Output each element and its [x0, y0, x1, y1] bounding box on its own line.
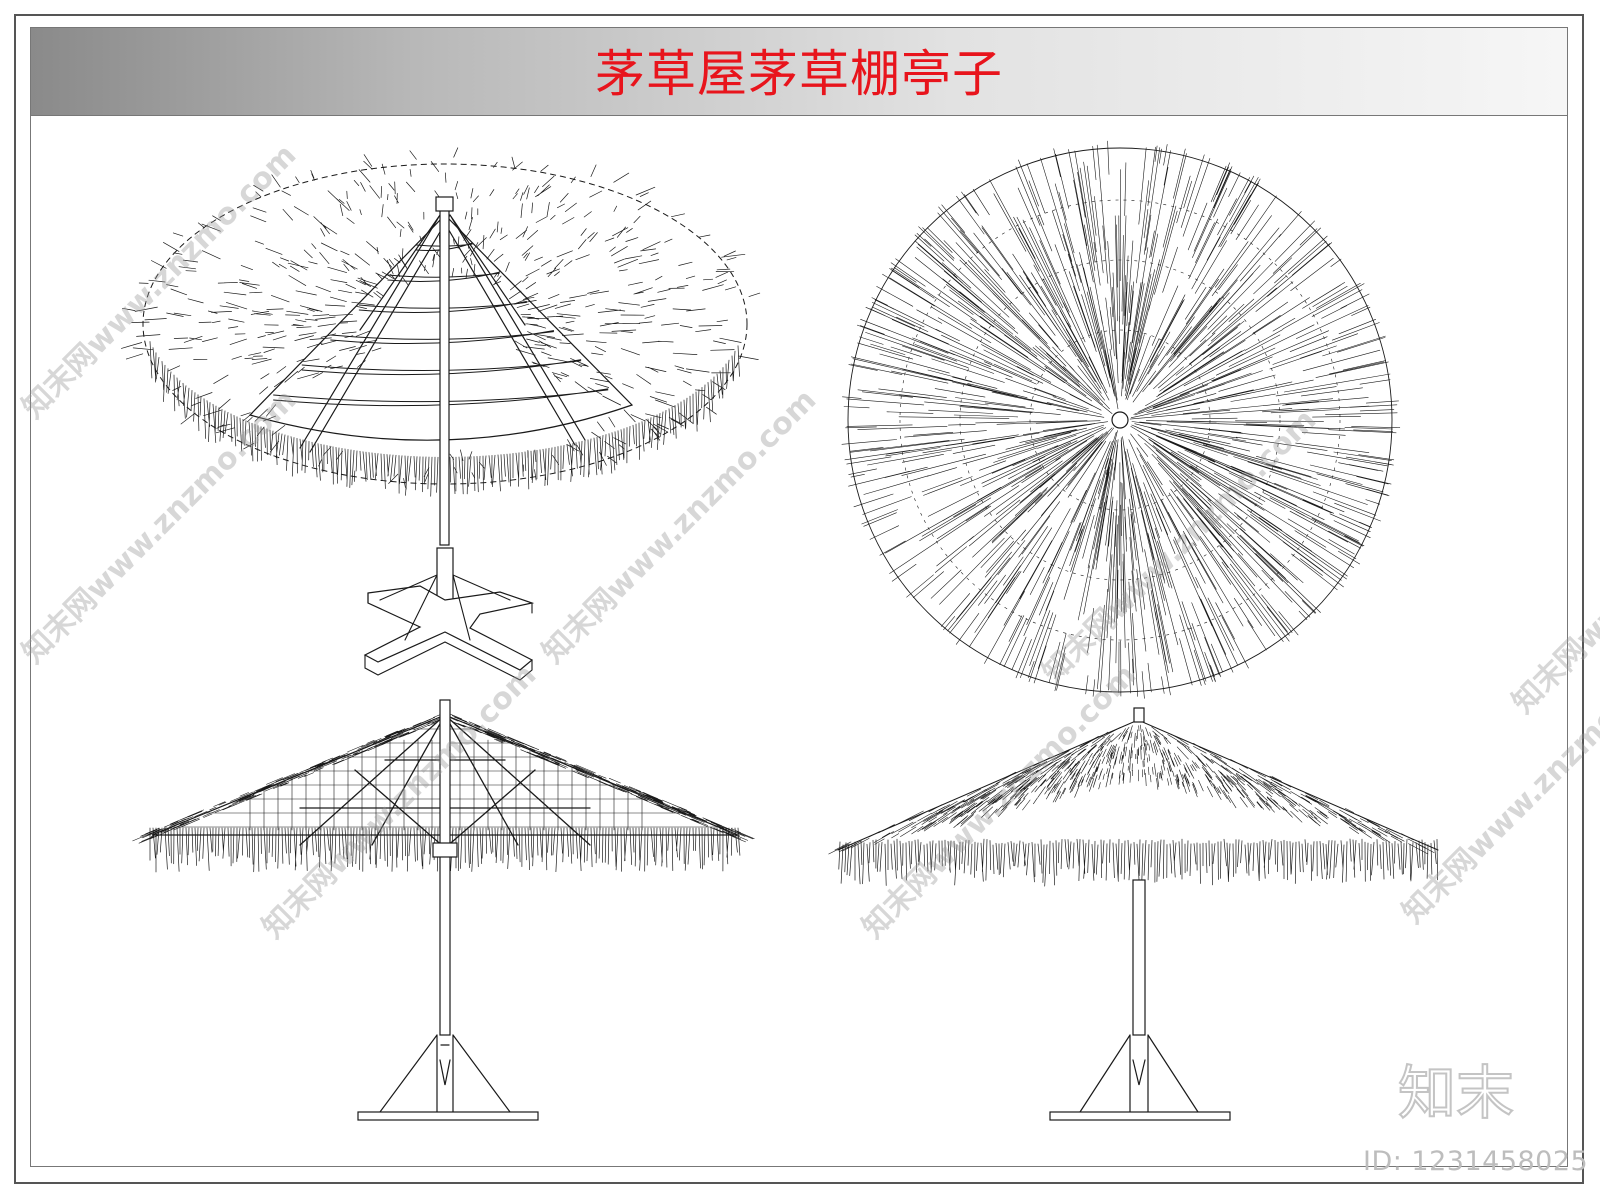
page-title: 茅草屋茅草棚亭子 [595, 45, 1003, 103]
brand-logo-text: 知末 [1398, 1059, 1514, 1125]
thatch-fringe [838, 838, 1438, 887]
thatch-layer-ring [899, 199, 1341, 641]
canopy-edge [837, 719, 1439, 851]
thatch-layer-ring [959, 259, 1281, 581]
brand-id: ID: 1231458025 [1363, 1146, 1589, 1177]
umbrella-pole [439, 199, 450, 546]
base-struts [364, 574, 533, 681]
thatch-fringe [149, 827, 741, 873]
base-plate [1049, 1111, 1231, 1121]
thatch-layer-ring [1029, 329, 1211, 511]
canopy-profile [838, 720, 1438, 850]
center-cap [1111, 411, 1129, 429]
thatch-strands [132, 712, 755, 844]
pole-cap [435, 196, 454, 212]
front-elevation-view [828, 707, 1439, 1121]
drawing-frame-inner [30, 27, 1568, 1167]
brand-logo: 知末 [1398, 1058, 1515, 1125]
canopy-outline [847, 147, 1393, 693]
base-plate [357, 1111, 539, 1121]
thatch-strands [828, 724, 1435, 855]
thatch-strands [121, 147, 761, 488]
perspective-view [121, 147, 761, 681]
base-struts [1079, 1034, 1199, 1113]
section-elevation-view [132, 699, 755, 1121]
base-struts [379, 1034, 511, 1113]
top-plan-view [841, 140, 1401, 699]
canopy-rafters [299, 214, 586, 453]
pole-cap [1133, 707, 1145, 723]
pole-collar [432, 842, 458, 858]
thatch-radial-strands [841, 140, 1401, 699]
title-bar: 茅草屋茅草棚亭子 [31, 28, 1567, 116]
umbrella-pole [439, 699, 451, 1036]
umbrella-pole [1132, 879, 1146, 1036]
drawing-frame-outer [14, 14, 1584, 1184]
